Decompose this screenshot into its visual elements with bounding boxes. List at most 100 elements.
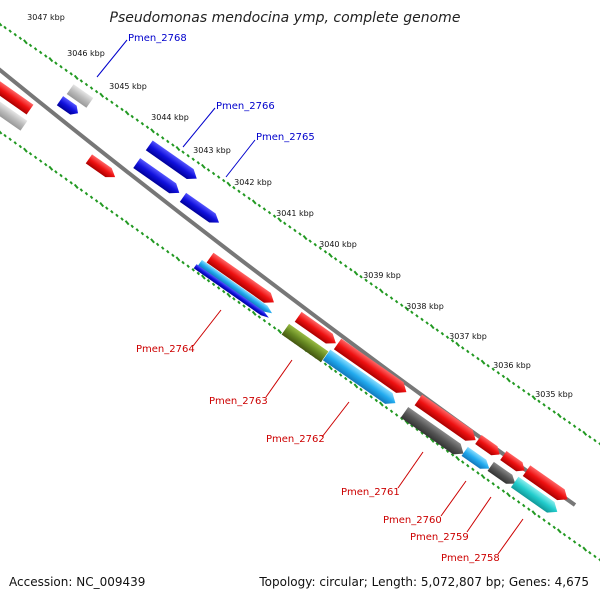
inner-tick-mark (384, 405, 389, 410)
outer-tick-mark (537, 399, 541, 404)
gene-arrow[interactable] (179, 192, 222, 227)
inner-tick-mark (124, 220, 130, 226)
outer-tick-mark (420, 317, 424, 322)
kbp-tick-label: 3036 kbp (493, 361, 531, 370)
gene-arrow-shape (145, 140, 197, 179)
gene-arrow[interactable] (66, 84, 94, 108)
label-leader (182, 107, 216, 148)
gene-arrow-shape (522, 465, 568, 501)
outer-tick-mark (33, 47, 38, 51)
outer-tick-mark (486, 363, 490, 368)
inner-tick-mark (84, 191, 89, 196)
gene-arrow[interactable] (333, 338, 410, 398)
inner-tick-mark (328, 365, 333, 371)
outer-tick-mark (155, 132, 160, 137)
outer-tick-mark (196, 161, 201, 165)
gene-arrow[interactable] (522, 465, 571, 504)
inner-tick-mark (349, 380, 353, 385)
kbp-tick-label: 3041 kbp (276, 209, 314, 218)
gene-arrow[interactable] (400, 407, 467, 459)
outer-tick-mark (572, 424, 577, 428)
inner-tick-mark (450, 453, 455, 457)
outer-tick-mark (328, 252, 333, 258)
inner-tick-mark (567, 536, 572, 541)
gene-arrow[interactable] (145, 140, 200, 183)
inner-tick-mark (18, 144, 23, 149)
outer-tick-mark (364, 278, 368, 283)
gene-arrow[interactable] (0, 79, 34, 115)
outer-tick-mark (318, 246, 323, 251)
outer-tick-mark (237, 189, 241, 194)
inner-tick-mark (135, 228, 140, 232)
gene-arrow[interactable] (0, 101, 28, 131)
outer-tick-mark (547, 406, 551, 411)
outer-tick-mark (8, 29, 12, 33)
gene-label-pmen-2760[interactable]: Pmen_2760 (383, 515, 442, 526)
outer-tick-mark (404, 306, 410, 312)
gene-label-pmen-2758[interactable]: Pmen_2758 (441, 553, 500, 564)
gene-label-pmen-2766[interactable]: Pmen_2766 (216, 101, 275, 112)
outer-tick-mark (455, 341, 461, 347)
inner-tick-mark (429, 437, 435, 443)
inner-tick-mark (186, 264, 190, 268)
label-leader (225, 139, 256, 178)
gene-label-pmen-2759[interactable]: Pmen_2759 (410, 532, 469, 543)
inner-tick-mark (130, 224, 134, 229)
gene-arrow[interactable] (294, 311, 340, 348)
gene-arrow[interactable] (281, 323, 329, 363)
outer-tick-mark (135, 118, 140, 122)
gene-label-pmen-2763[interactable]: Pmen_2763 (209, 396, 268, 407)
gene-arrow-shape (56, 96, 79, 115)
outer-tick-mark (181, 150, 185, 154)
inner-tick-mark (369, 394, 373, 399)
inner-tick-mark (378, 401, 384, 407)
gene-arrow[interactable] (197, 259, 274, 316)
forward-gene-labels: Pmen_2768 Pmen_2766 Pmen_2765 (96, 33, 315, 178)
inner-tick-mark (105, 206, 109, 210)
inner-tick-mark (69, 180, 73, 185)
outer-tick-mark (435, 328, 440, 332)
inner-tick-mark (73, 183, 79, 189)
inner-tick-mark (211, 282, 216, 287)
outer-tick-mark (175, 146, 181, 152)
outer-tick-mark (54, 61, 58, 65)
outer-tick-mark (13, 32, 17, 37)
outer-tick-mark (389, 296, 394, 300)
inner-tick-mark (64, 177, 68, 181)
gene-arrow[interactable] (133, 158, 182, 198)
inner-tick-mark (338, 373, 343, 377)
gene-label-pmen-2768[interactable]: Pmen_2768 (128, 33, 187, 44)
gene-arrow-shape (66, 84, 94, 108)
gene-label-pmen-2765[interactable]: Pmen_2765 (256, 132, 315, 143)
gene-arrow[interactable] (414, 394, 480, 446)
gene-arrow-shape (294, 311, 336, 344)
gene-arrow[interactable] (322, 349, 399, 409)
outer-tick-mark (267, 210, 272, 215)
inner-tick-mark (374, 398, 379, 403)
gene-label-pmen-2762[interactable]: Pmen_2762 (266, 434, 325, 445)
outer-tick-mark (399, 303, 404, 307)
inner-tick-mark (247, 307, 251, 312)
inner-tick-mark (562, 532, 567, 537)
gene-arrow[interactable] (193, 264, 271, 320)
gene-arrow-shape (500, 451, 525, 472)
gene-label-pmen-2764[interactable]: Pmen_2764 (136, 344, 195, 355)
inner-tick-mark (160, 246, 165, 250)
inner-tick-mark (155, 242, 160, 247)
inner-tick-mark (181, 260, 185, 265)
inner-tick-mark (0, 129, 3, 135)
outer-tick-mark (242, 193, 246, 197)
gene-label-pmen-2761[interactable]: Pmen_2761 (341, 487, 400, 498)
gene-arrow[interactable] (500, 451, 528, 475)
gene-arrow-shape (414, 394, 476, 441)
outer-tick-mark (338, 260, 343, 265)
gene-arrow[interactable] (461, 446, 493, 473)
inner-tick-mark (480, 474, 486, 480)
gene-arrow[interactable] (487, 461, 519, 488)
gene-arrow[interactable] (475, 435, 503, 459)
inner-tick-mark (466, 463, 470, 468)
gene-arrow[interactable] (206, 252, 278, 308)
gene-arrow[interactable] (56, 96, 81, 118)
gene-arrow[interactable] (85, 154, 119, 181)
gene-arrow[interactable] (510, 476, 561, 517)
